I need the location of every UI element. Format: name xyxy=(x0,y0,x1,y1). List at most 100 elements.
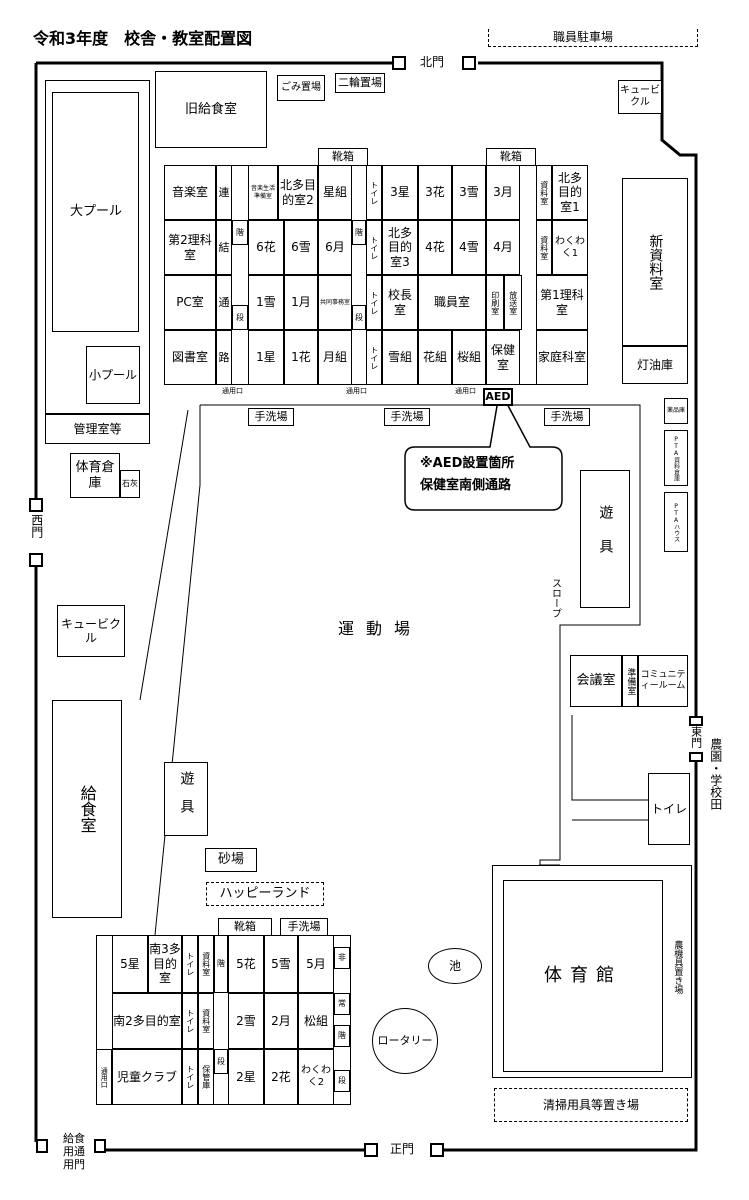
playground-label: 運動場 xyxy=(338,619,423,638)
entrance-2: 通用口 xyxy=(346,387,367,395)
music-prep-room: 音楽生活準備室 xyxy=(248,165,278,220)
old-kitchen: 旧給食室 xyxy=(155,71,267,148)
aed-marker: AED xyxy=(483,388,513,406)
toilet-r3: トイレ xyxy=(366,275,382,330)
shoe-box-1: 靴箱 xyxy=(318,148,368,166)
south-stairs-2: 階 xyxy=(334,1025,350,1047)
aed-note-line1: ※AED設置箇所 xyxy=(420,456,515,471)
main-gate-label: 正門 xyxy=(390,1142,415,1156)
class-3-hoshi: 3星 xyxy=(382,165,418,220)
class-3-tsuki: 3月 xyxy=(486,165,520,220)
entrance-3: 通用口 xyxy=(455,387,476,395)
north-gate-right xyxy=(462,56,476,70)
kitchen-gate-left xyxy=(36,1139,48,1153)
cleaning-storage: 清掃用具等置き場 xyxy=(494,1088,688,1122)
north-multipurpose-3: 北多目的室3 xyxy=(382,220,418,275)
steps-r3-mid: 段 xyxy=(352,305,366,330)
health-room: 保健室 xyxy=(486,330,520,385)
materials-room-2: 資料室 xyxy=(536,220,552,275)
washroom-2: 手洗場 xyxy=(384,408,430,426)
wakuwaku-2: わくわく2 xyxy=(298,1049,334,1105)
emergency-hi: 非 xyxy=(334,947,350,969)
principal-office: 校長室 xyxy=(382,275,418,330)
north-gate-left xyxy=(392,56,406,70)
class-hana: 花組 xyxy=(418,330,452,385)
library: 図書室 xyxy=(164,330,216,385)
shoe-box-2: 靴箱 xyxy=(486,148,536,166)
corridor-ren: 連 xyxy=(216,165,232,220)
class-2-yuki: 2雪 xyxy=(228,993,264,1049)
south-toilet-2: トイレ xyxy=(182,993,198,1049)
new-materials-room: 新資料室 xyxy=(622,178,688,346)
washroom-1: 手洗場 xyxy=(248,408,294,426)
class-1-yuki: 1雪 xyxy=(248,275,284,330)
washroom-3: 手洗場 xyxy=(544,408,590,426)
management-room: 管理室等 xyxy=(45,414,150,444)
pc-room: PC室 xyxy=(164,275,216,330)
kitchen-building: 給食室 xyxy=(52,700,122,918)
page-title: 令和3年度 校舎・教室配置図 xyxy=(33,29,253,48)
wakuwaku-1: わくわく1 xyxy=(552,220,588,275)
west-gate-bottom xyxy=(29,553,43,567)
class-6-tsuki: 6月 xyxy=(318,220,352,275)
class-1-hana: 1花 xyxy=(284,330,318,385)
class-tsuki: 月組 xyxy=(318,330,352,385)
broadcast-room: 放送室 xyxy=(504,275,522,330)
aed-note-line2: 保健室南側通路 xyxy=(420,478,512,493)
community-room: コミュニティールーム xyxy=(638,655,688,707)
class-yuki: 雪組 xyxy=(382,330,418,385)
big-pool xyxy=(52,92,139,332)
main-gate-left xyxy=(364,1143,378,1157)
play-equipment-west: 遊具 xyxy=(164,762,208,836)
staff-parking-label: 職員駐車場 xyxy=(553,30,614,44)
north-multipurpose-1: 北多目的室1 xyxy=(552,165,588,220)
kids-club: 児童クラブ xyxy=(112,1049,182,1105)
shared-office: 共同事務室 xyxy=(318,275,352,330)
lime-storage: 石灰 xyxy=(120,470,140,498)
class-sakura: 桜組 xyxy=(452,330,486,385)
big-pool-label: 大プール xyxy=(70,204,123,219)
science-room-2: 第2理科室 xyxy=(164,220,216,275)
class-3-yuki: 3雪 xyxy=(452,165,486,220)
south-stairs-1: 階 xyxy=(214,935,228,993)
rotary: ロータリー xyxy=(372,1008,438,1074)
west-gate-top xyxy=(29,498,43,512)
stairs-r2-left: 階 xyxy=(232,220,248,245)
staff-parking xyxy=(488,29,698,47)
class-3-hana: 3花 xyxy=(418,165,452,220)
class-hoshi: 星組 xyxy=(318,165,352,220)
materials-room-1: 資料室 xyxy=(536,165,552,220)
storage-room: 保管庫 xyxy=(198,1049,214,1105)
toilet-r4: トイレ xyxy=(366,330,382,385)
class-4-tsuki: 4月 xyxy=(486,220,520,275)
prep-room: 準備室 xyxy=(622,655,638,707)
class-5-hoshi: 5星 xyxy=(112,935,148,993)
class-6-yuki: 6雪 xyxy=(284,220,318,275)
corridor-ketsu: 結 xyxy=(216,220,232,275)
south-steps-2: 段 xyxy=(334,1070,350,1092)
west-gate-label: 西門 xyxy=(29,514,44,538)
class-1-hoshi: 1星 xyxy=(248,330,284,385)
toilet-r1: トイレ xyxy=(366,165,382,220)
farm-tool-storage: 農機具置き場 xyxy=(672,940,683,994)
south-multipurpose-2: 南2多目的室 xyxy=(112,993,182,1049)
home-economics-room: 家庭科室 xyxy=(536,330,588,385)
north-multipurpose-2: 北多目的室2 xyxy=(278,165,318,220)
kitchen-gate-label: 給食用通用門 xyxy=(63,1132,85,1172)
steps-r3-left: 段 xyxy=(232,305,248,330)
drug-storage: 薬品庫 xyxy=(664,398,688,424)
entrance-1: 通用口 xyxy=(222,387,243,395)
class-2-hoshi: 2星 xyxy=(228,1049,264,1105)
happy-land: ハッピーランド xyxy=(206,882,324,906)
class-2-hana: 2花 xyxy=(264,1049,298,1105)
conference-room: 会議室 xyxy=(570,655,622,707)
cubicle-northeast: キュービクル xyxy=(618,80,662,114)
south-toilet-3: トイレ xyxy=(182,1049,198,1105)
toilet-r2: トイレ xyxy=(366,220,382,275)
corridor-ro: 路 xyxy=(216,330,232,385)
main-gate-right xyxy=(430,1143,444,1157)
trash-area: ごみ置場 xyxy=(277,75,325,101)
play-equipment-east: 遊具 xyxy=(580,470,630,608)
pond: 池 xyxy=(428,948,482,984)
